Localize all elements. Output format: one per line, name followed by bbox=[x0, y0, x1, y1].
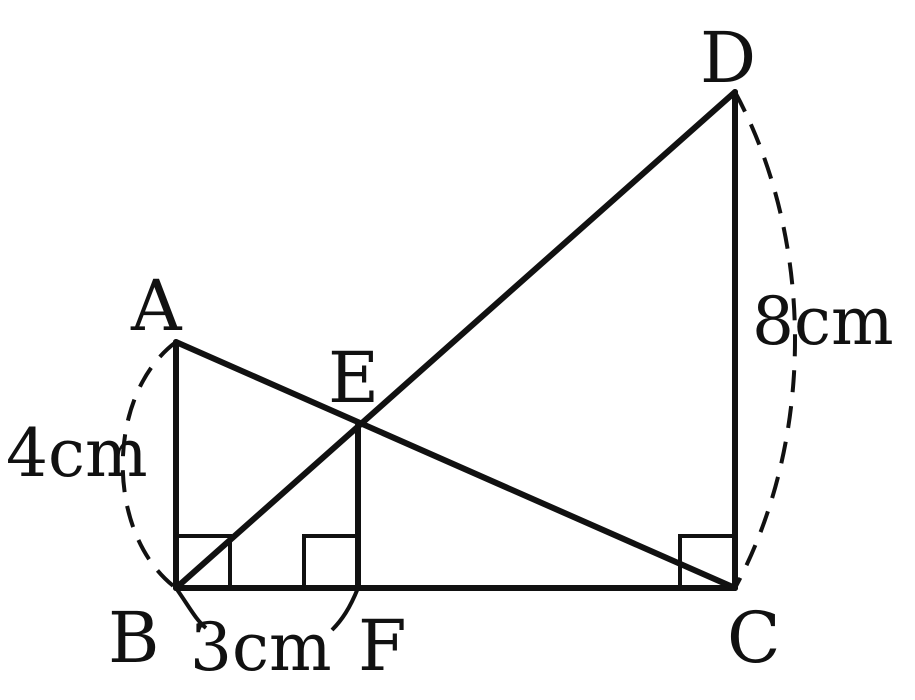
right-angle-marker-b bbox=[176, 534, 232, 588]
right-angle-markers bbox=[176, 534, 735, 588]
measure-label-ab: 4cm bbox=[6, 415, 148, 492]
point-label-c: C bbox=[727, 597, 781, 679]
segment-bd bbox=[173, 89, 738, 591]
arc-cd bbox=[733, 91, 797, 589]
segment-ac bbox=[173, 339, 738, 591]
measure-label-bf: 3cm bbox=[190, 609, 332, 686]
arc-bf bbox=[174, 586, 360, 632]
point-label-d: D bbox=[700, 17, 756, 99]
point-label-b: B bbox=[108, 597, 159, 679]
measure-label-cd: 8cm bbox=[752, 283, 894, 360]
right-angle-marker-c bbox=[678, 534, 735, 588]
point-label-f: F bbox=[358, 605, 407, 687]
dimension-arcs bbox=[120, 91, 797, 590]
segments bbox=[173, 89, 738, 591]
point-label-a: A bbox=[130, 265, 183, 347]
point-label-e: E bbox=[328, 337, 379, 419]
right-angle-marker-f bbox=[302, 534, 358, 588]
